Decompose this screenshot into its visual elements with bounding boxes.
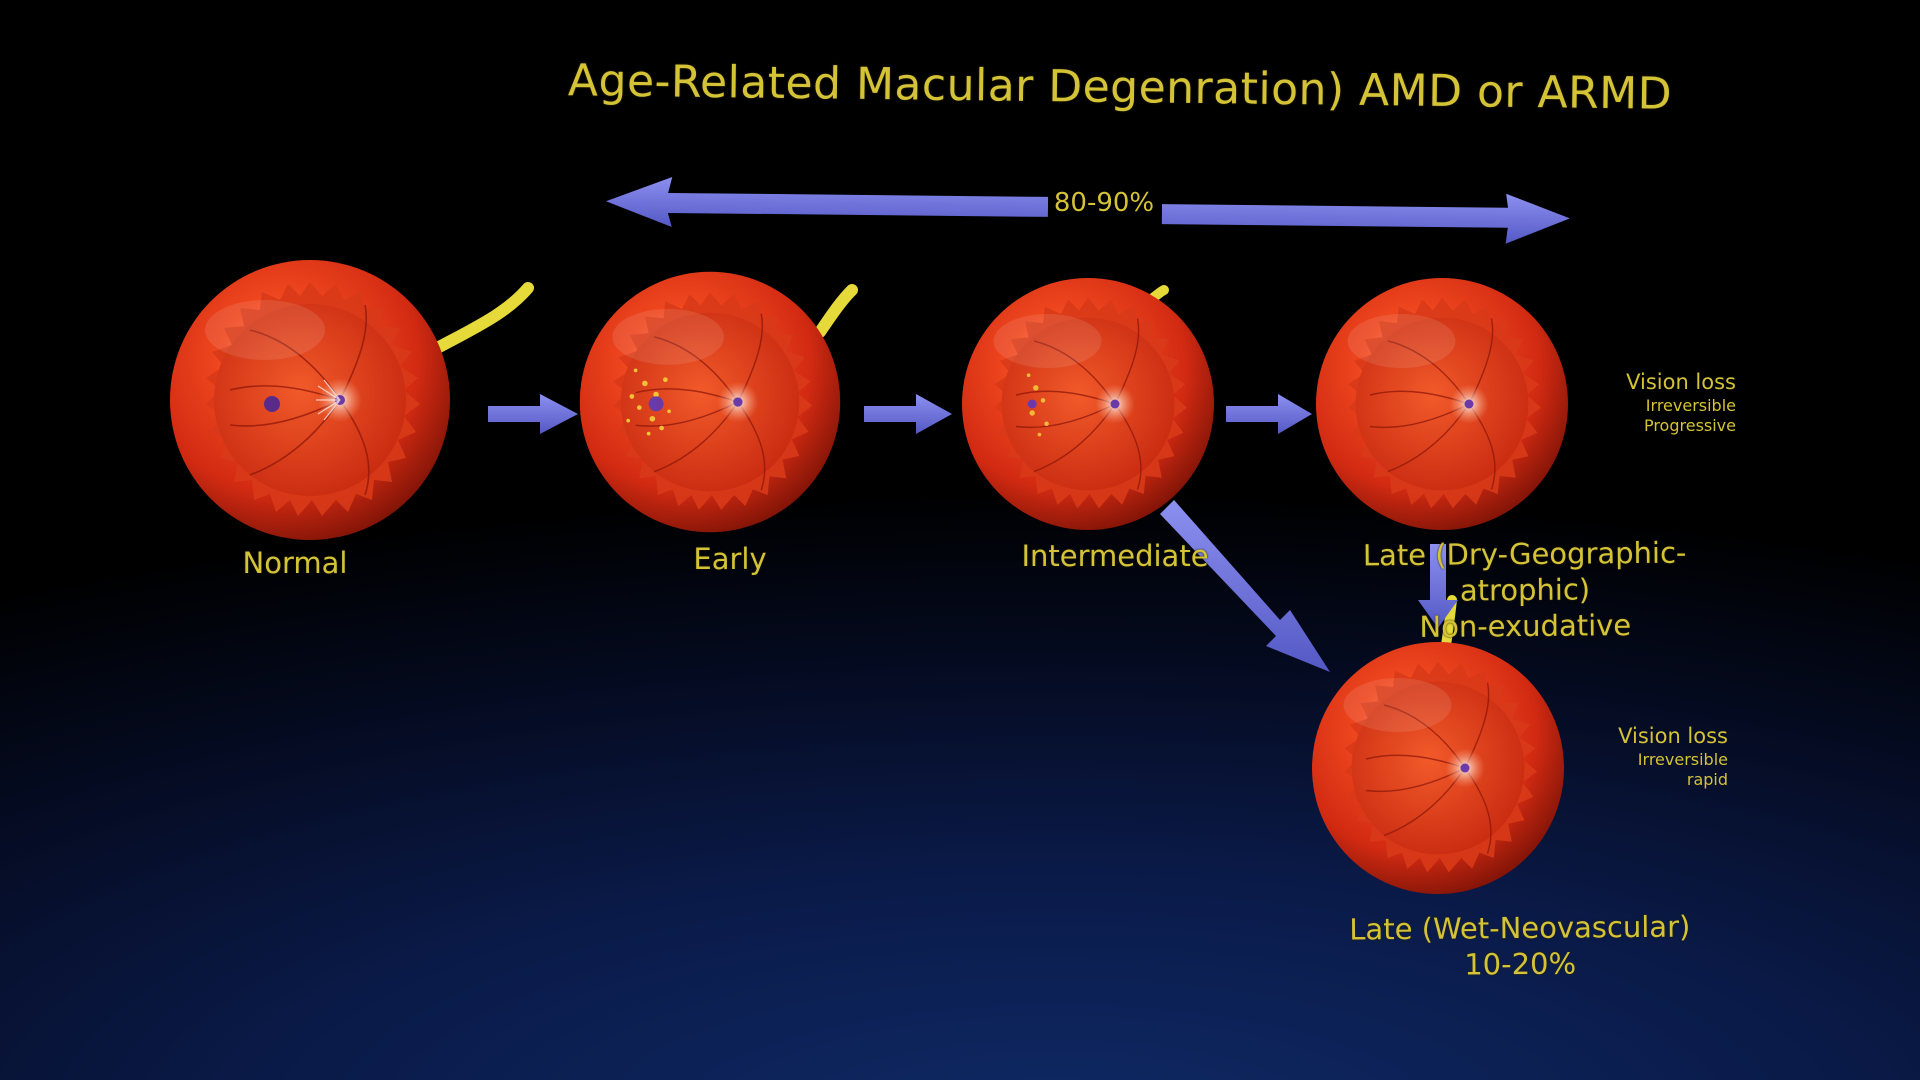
late-dry-subtitle: Non-exudative — [1419, 608, 1632, 644]
note-wet-rapid: rapid — [1686, 770, 1728, 789]
note-late-dry: Vision loss Irreversible Progressive — [1560, 368, 1736, 436]
late-wet-title: Late (Wet-Neovascular) — [1349, 909, 1691, 947]
eye-late-wet — [1311, 641, 1565, 895]
note-wet-irreversible: Irreversible — [1637, 750, 1728, 769]
arrow-normal-to-early — [488, 394, 578, 434]
optic-nerve-early — [814, 284, 858, 338]
note-late-wet: Vision loss Irreversible rapid — [1552, 722, 1728, 790]
stage-label-late-dry: Late (Dry-Geographic-atrophic) Non-exuda… — [1300, 534, 1751, 646]
eye-normal — [169, 259, 451, 541]
stage-label-normal: Normal — [242, 546, 348, 580]
arrow-early-to-intermediate — [864, 394, 952, 434]
note-dry-irreversible: Irreversible — [1645, 396, 1736, 415]
note-dry-vision-loss: Vision loss — [1626, 370, 1736, 394]
stage-label-intermediate: Intermediate — [1021, 539, 1209, 573]
late-dry-title: Late (Dry-Geographic-atrophic) — [1362, 535, 1687, 608]
eye-late-dry — [1315, 277, 1569, 531]
note-dry-progressive: Progressive — [1643, 416, 1736, 435]
note-wet-vision-loss: Vision loss — [1618, 724, 1728, 748]
late-wet-percentage: 10-20% — [1464, 946, 1577, 982]
stage-label-early: Early — [693, 542, 767, 576]
prevalence-dry-arrow — [606, 176, 1570, 244]
arrow-intermediate-to-dry — [1226, 394, 1312, 434]
optic-nerve-normal — [424, 282, 534, 358]
stage-label-late-wet: Late (Wet-Neovascular) 10-20% — [1320, 908, 1721, 983]
prevalence-dry-label: 80-90% — [1053, 188, 1155, 218]
arrow-dry-to-wet — [1418, 544, 1458, 628]
eye-intermediate — [961, 277, 1215, 531]
eye-early — [579, 271, 841, 533]
arrow-intermediate-to-wet — [1160, 500, 1330, 672]
